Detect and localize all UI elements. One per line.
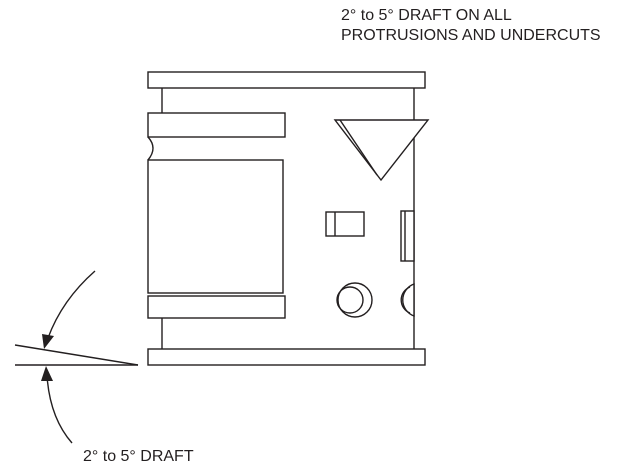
- draft-note-top-line1: 2° to 5° DRAFT ON ALL: [341, 7, 512, 24]
- central-block: [147, 159, 284, 294]
- top-plate: [147, 71, 426, 89]
- undercut-notch: [147, 136, 154, 161]
- draft-note-top-line2: PROTRUSIONS AND UNDERCUTS: [341, 27, 601, 44]
- lower-leader-arc: [46, 375, 73, 444]
- half-round-undercut-inner: [400, 286, 411, 314]
- bottom-plate: [147, 348, 426, 366]
- draft-angled-line: [14, 344, 139, 366]
- draft-note-top: 2° to 5° DRAFT ON ALL PROTRUSIONS AND UN…: [341, 6, 601, 46]
- lower-rib: [147, 295, 286, 319]
- round-boss: [337, 282, 373, 318]
- triangular-protrusion: [333, 119, 430, 182]
- half-round-undercut: [402, 283, 415, 317]
- upper-rib: [147, 112, 286, 138]
- upper-leader-arc: [47, 270, 96, 339]
- upper-arrowhead: [42, 334, 54, 349]
- triangle-draft-line: [339, 119, 378, 176]
- round-boss-inner: [336, 286, 364, 314]
- small-boss: [325, 211, 365, 237]
- draft-note-bottom: 2° to 5° DRAFT: [83, 448, 194, 465]
- wall-slot: [400, 210, 415, 262]
- lower-arrowhead: [41, 366, 53, 381]
